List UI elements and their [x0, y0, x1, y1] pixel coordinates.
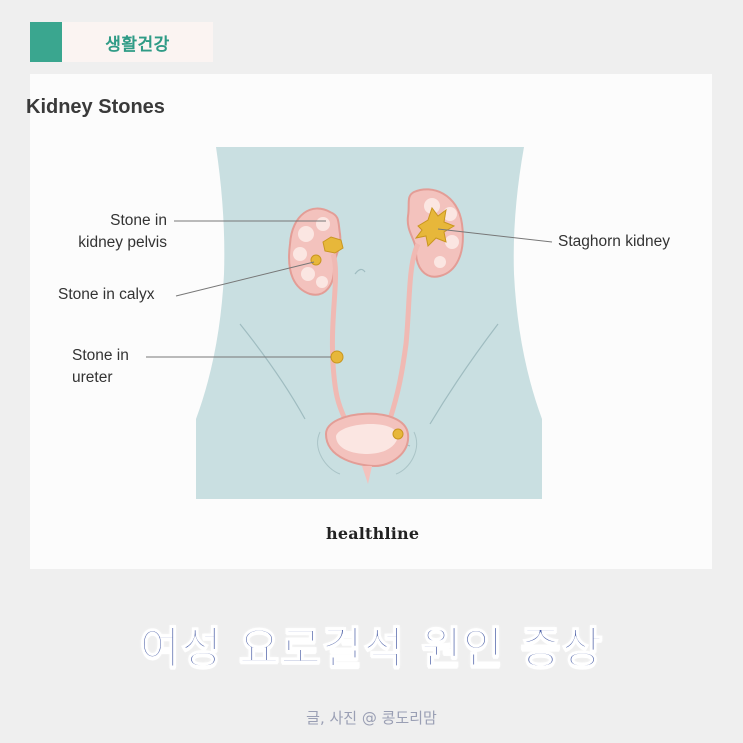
headline: 여성 요로결석 원인 증상 — [139, 622, 604, 675]
diagram-title: Kidney Stones — [26, 96, 165, 118]
callout-ureter-line1: Stone in — [72, 347, 129, 364]
calyx-leader — [175, 261, 315, 297]
diagram-card: Kidney Stones Stone in kidney pelvis Sto… — [26, 74, 712, 569]
kidney-stones-illustration — [146, 147, 553, 499]
callout-ureter: Stone in ureter — [72, 345, 129, 389]
bladder-stone — [392, 428, 404, 440]
callout-staghorn: Staghorn kidney — [558, 233, 671, 250]
callout-kidney-pelvis-line2: kidney pelvis — [78, 234, 167, 251]
right-ureter — [387, 242, 421, 420]
staghorn-stone — [414, 206, 456, 248]
credit-line: 글, 사진 @ 콩도리맘 — [306, 709, 437, 727]
left-kidney — [288, 207, 342, 296]
pelvis-stone — [322, 236, 344, 254]
category-tag-accent — [30, 22, 62, 62]
callout-ureter-line2: ureter — [72, 369, 113, 386]
ureter-stone — [330, 350, 344, 364]
callout-calyx: Stone in calyx — [58, 286, 155, 303]
callout-kidney-pelvis: Stone in kidney pelvis — [72, 210, 167, 254]
category-tag: 생활건강 — [30, 22, 213, 62]
category-tag-label: 생활건강 — [105, 34, 170, 55]
callout-kidney-pelvis-line1: Stone in — [110, 212, 167, 229]
bladder — [317, 412, 418, 484]
brand-logo: healthline — [326, 524, 420, 543]
calyx-stone — [310, 254, 322, 266]
staghorn-leader — [437, 228, 553, 243]
